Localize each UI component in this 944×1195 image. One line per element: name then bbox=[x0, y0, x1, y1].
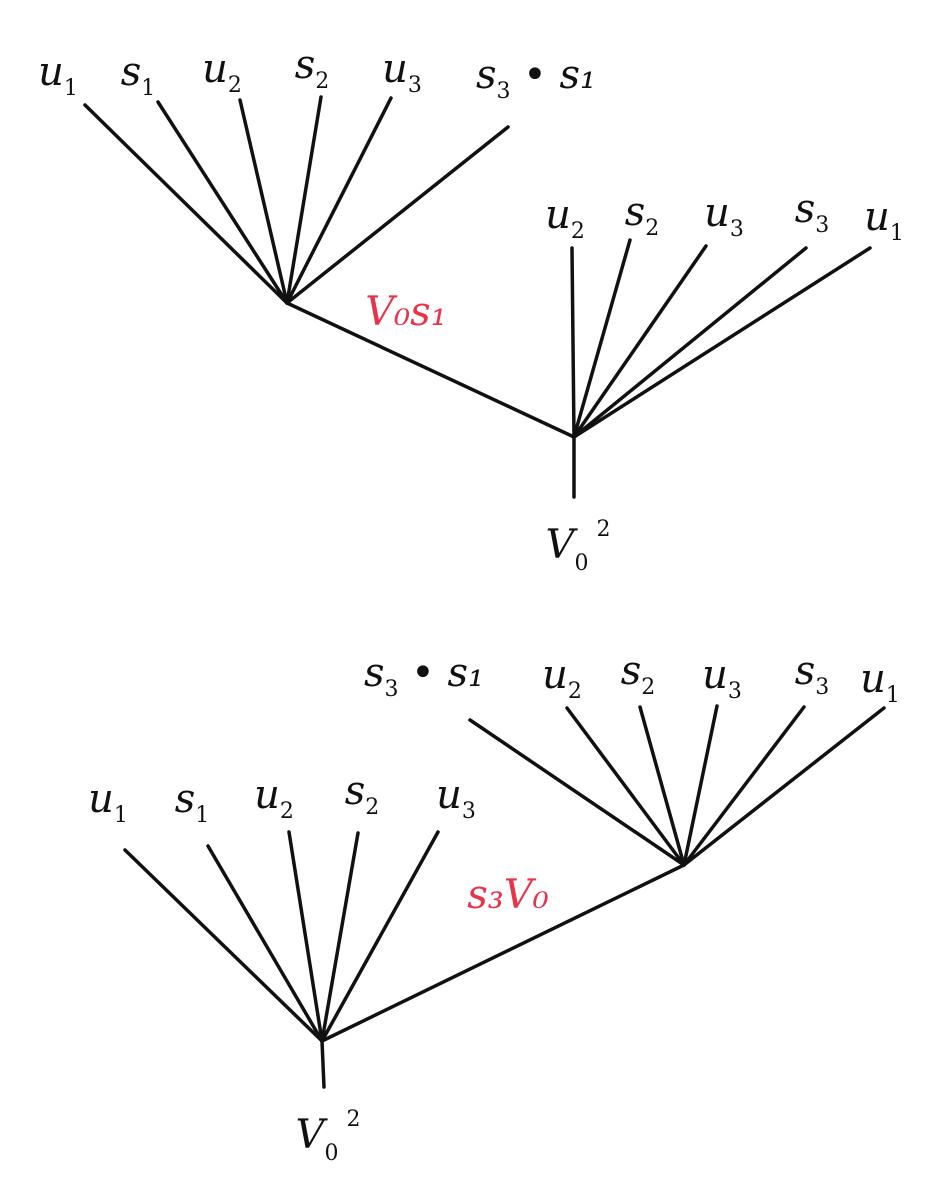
left-branch-edge bbox=[320, 830, 440, 1043]
root-label: V02 bbox=[546, 517, 611, 576]
right-branch-edge bbox=[572, 244, 708, 439]
right-branch-edge bbox=[468, 718, 686, 867]
left-leaf-label: u3 bbox=[382, 46, 422, 98]
right-leaf-label: u1 bbox=[864, 194, 904, 246]
right-leaf-label: u2 bbox=[542, 652, 582, 704]
root-label: V02 bbox=[296, 1107, 361, 1166]
left-branch-edge bbox=[285, 96, 393, 305]
left-branch-edge bbox=[285, 95, 323, 305]
edge-label: s₃V₀ bbox=[467, 872, 548, 918]
root-stem bbox=[320, 1039, 326, 1089]
left-leaf-label: u2 bbox=[202, 46, 242, 98]
right-branch-edge bbox=[682, 704, 719, 867]
right-branch-edge bbox=[682, 706, 886, 867]
left-branch-edge bbox=[320, 831, 360, 1043]
right-branch-edge bbox=[638, 705, 686, 867]
left-leaf-label: u1 bbox=[38, 49, 78, 101]
right-leaf-label: s2 bbox=[621, 648, 656, 700]
edge-label: V₀s₁ bbox=[365, 289, 446, 335]
left-leaf-label: s2 bbox=[295, 42, 330, 94]
left-branch-edge bbox=[206, 844, 324, 1043]
left-leaf-label: u1 bbox=[88, 776, 128, 828]
right-leaf-label: u3 bbox=[702, 652, 742, 704]
left-leaf-label: s3 • s₁ bbox=[476, 52, 596, 104]
right-leaf-label: s3 bbox=[795, 186, 830, 238]
left-leaf-label: s2 bbox=[345, 768, 380, 820]
connecting-edge bbox=[285, 301, 576, 439]
left-branch-edge bbox=[156, 100, 289, 305]
right-leaf-label: s2 bbox=[625, 189, 660, 241]
right-branch-edge bbox=[565, 706, 686, 867]
right-branch-edge bbox=[572, 238, 632, 439]
right-branch-edge bbox=[570, 246, 576, 439]
connecting-edge bbox=[320, 863, 686, 1043]
left-branch-edge bbox=[83, 103, 289, 305]
right-branch-edge bbox=[572, 246, 808, 439]
right-leaf-label: s3 bbox=[795, 648, 830, 700]
right-leaf-label: u2 bbox=[545, 192, 585, 244]
left-leaf-label: u2 bbox=[254, 772, 294, 824]
left-branch-edge bbox=[285, 125, 510, 305]
right-branch-edge bbox=[682, 705, 806, 867]
left-branch-edge bbox=[238, 98, 289, 305]
left-branch-edge bbox=[287, 830, 324, 1043]
left-leaf-label: s1 bbox=[121, 49, 156, 101]
left-leaf-label: s1 bbox=[175, 776, 210, 828]
left-branch-edge bbox=[123, 848, 324, 1043]
left-leaf-label: u3 bbox=[436, 772, 476, 824]
right-leaf-label: u3 bbox=[704, 190, 744, 242]
right-leaf-label: u1 bbox=[860, 656, 900, 708]
right-leaf-label: s3 • s₁ bbox=[364, 650, 484, 702]
right-branch-edge bbox=[572, 246, 872, 439]
